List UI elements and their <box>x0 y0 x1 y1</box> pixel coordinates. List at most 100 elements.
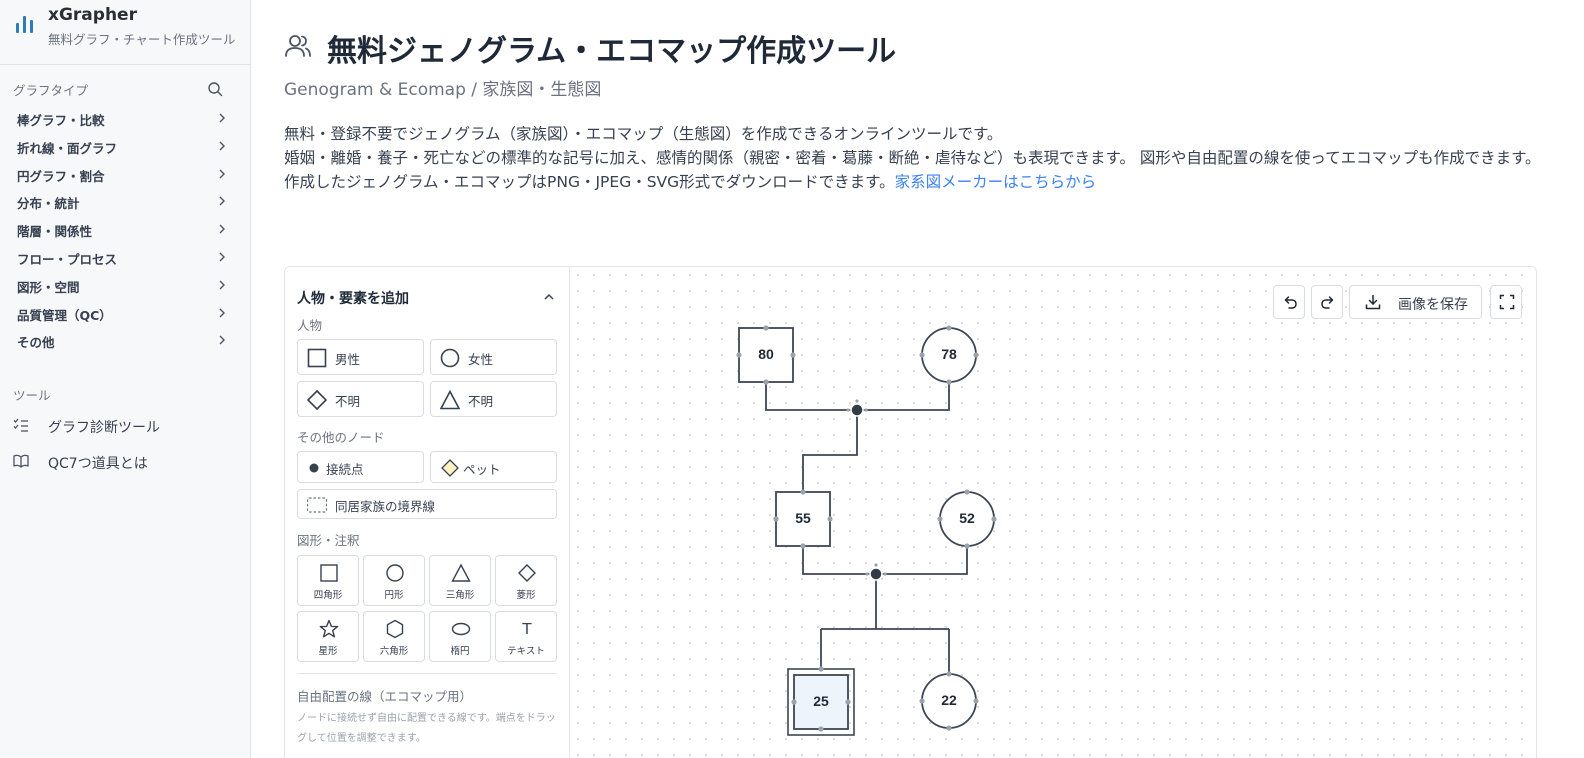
add-household-boundary-button[interactable]: 同居家族の境界線 <box>297 489 557 519</box>
sidebar-item-qc7-tools[interactable]: QC7つ道具とは <box>0 446 250 476</box>
triangle-icon <box>440 390 460 410</box>
add-star-shape-button[interactable]: 星形 <box>297 611 359 662</box>
tile-label: 菱形 <box>516 590 536 601</box>
save-button-label: 画像を保存 <box>1398 297 1468 313</box>
person-node-son-selected[interactable]: 25 <box>787 666 855 736</box>
sidebar-item-label: 図形・空間 <box>17 279 80 295</box>
add-ellipse-shape-button[interactable]: 楕円 <box>429 611 491 662</box>
button-label: 接続点 <box>326 462 364 477</box>
tile-label: 三角形 <box>445 590 475 601</box>
text-icon: T <box>522 620 532 638</box>
circle-icon <box>386 564 404 582</box>
marriage-line-grandfather[interactable] <box>765 382 857 411</box>
genogram-diagram[interactable]: 80 78 55 52 <box>570 267 1537 758</box>
sidebar-item-label: 折れ線・面グラフ <box>17 140 118 156</box>
family-tree-maker-link[interactable]: 家系図メーカーはこちらから <box>894 173 1097 191</box>
brand[interactable]: xGrapher 無料グラフ・チャート作成ツール <box>0 0 250 65</box>
connection-handle[interactable] <box>855 399 859 403</box>
add-female-button[interactable]: 女性 <box>430 339 557 375</box>
sidebar-item-pie-charts[interactable]: 円グラフ・割合 <box>0 160 250 188</box>
users-icon <box>285 35 311 57</box>
search-icon[interactable] <box>207 81 223 97</box>
chevron-right-icon <box>219 113 225 123</box>
connection-handle[interactable] <box>883 572 887 576</box>
chevron-up-icon[interactable] <box>543 292 555 302</box>
child-line-father[interactable] <box>802 410 858 492</box>
connection-handle[interactable] <box>864 408 868 412</box>
fullscreen-button[interactable] <box>1490 285 1522 319</box>
person-node-father[interactable]: 55 <box>773 489 833 549</box>
other-nodes-label: その他のノード <box>297 430 385 445</box>
connection-handle[interactable] <box>846 408 850 412</box>
genogram-editor: 人物・要素を追加 人物 男性 女性 不明 不明 その他のノード <box>284 266 1537 758</box>
node-age-label: 55 <box>795 510 811 526</box>
chevron-right-icon <box>219 169 225 179</box>
marriage-line-father[interactable] <box>802 547 876 575</box>
main-content: 無料ジェノグラム・エコマップ作成ツール Genogram & Ecomap / … <box>251 0 1584 758</box>
add-pet-button[interactable]: ペット <box>430 451 557 483</box>
page-subtitle: Genogram & Ecomap / 家族図・生態図 <box>284 80 602 100</box>
button-label: 女性 <box>468 352 494 367</box>
add-elements-panel: 人物・要素を追加 人物 男性 女性 不明 不明 その他のノード <box>285 267 570 758</box>
description-line: 無料・登録不要でジェノグラム（家族図）・エコマップ（生態図）を作成できるオンライ… <box>284 125 1003 143</box>
redo-icon <box>1321 296 1334 309</box>
sidebar-item-flow[interactable]: フロー・プロセス <box>0 243 250 271</box>
tile-label: 星形 <box>318 646 338 657</box>
add-text-shape-button[interactable]: T テキスト <box>495 611 557 662</box>
sidebar-item-distribution[interactable]: 分布・統計 <box>0 187 250 215</box>
person-node-daughter[interactable]: 22 <box>919 671 979 731</box>
person-node-grandmother[interactable]: 78 <box>919 325 979 385</box>
person-node-grandfather[interactable]: 80 <box>736 325 796 385</box>
add-diamond-shape-button[interactable]: 菱形 <box>495 555 557 606</box>
sidebar-item-graph-diagnosis[interactable]: グラフ診断ツール <box>0 410 250 440</box>
chart-type-section-header: グラフタイプ <box>13 80 223 98</box>
add-unknown-diamond-button[interactable]: 不明 <box>297 381 424 417</box>
sidebar-item-label: フロー・プロセス <box>17 251 118 267</box>
add-hexagon-shape-button[interactable]: 六角形 <box>363 611 425 662</box>
sidebar-item-label: 棒グラフ・比較 <box>17 113 105 128</box>
sidebar-item-other[interactable]: その他 <box>0 326 250 354</box>
sidebar-item-line-area-charts[interactable]: 折れ線・面グラフ <box>0 132 250 160</box>
persons-label: 人物 <box>297 318 323 333</box>
connection-handle[interactable] <box>865 572 869 576</box>
sidebar-item-label: 階層・関係性 <box>17 224 93 240</box>
tile-label: 円形 <box>384 590 404 601</box>
chevron-right-icon <box>219 280 225 290</box>
sidebar-item-hierarchy[interactable]: 階層・関係性 <box>0 215 250 243</box>
connection-handle[interactable] <box>874 563 878 567</box>
add-triangle-shape-button[interactable]: 三角形 <box>429 555 491 606</box>
junction-point[interactable] <box>850 403 864 417</box>
junction-dot-icon <box>309 463 319 473</box>
marriage-line-grandmother[interactable] <box>857 382 950 411</box>
button-label: 不明 <box>468 394 494 409</box>
add-male-button[interactable]: 男性 <box>297 339 424 375</box>
checklist-icon <box>13 418 28 432</box>
person-node-mother[interactable]: 52 <box>937 489 997 549</box>
page-description: 無料・登録不要でジェノグラム（家族図）・エコマップ（生態図）を作成できるオンライ… <box>284 122 1544 194</box>
brand-subtitle: 無料グラフ・チャート作成ツール <box>48 32 236 47</box>
star-icon <box>319 619 339 638</box>
junction-point[interactable] <box>869 567 883 581</box>
save-image-button[interactable]: 画像を保存 <box>1349 285 1482 319</box>
add-unknown-triangle-button[interactable]: 不明 <box>430 381 557 417</box>
marriage-line-mother[interactable] <box>876 547 968 575</box>
chevron-right-icon <box>219 252 225 262</box>
tile-label: 六角形 <box>379 646 409 657</box>
button-label: 不明 <box>335 394 361 409</box>
add-square-shape-button[interactable]: 四角形 <box>297 555 359 606</box>
diamond-icon <box>307 390 327 410</box>
redo-button[interactable] <box>1311 285 1343 319</box>
sidebar-item-quality-control[interactable]: 品質管理（QC） <box>0 299 250 327</box>
shapes-label: 図形・注釈 <box>297 533 360 548</box>
chart-type-section-label: グラフタイプ <box>13 83 89 98</box>
undo-button[interactable] <box>1273 285 1305 319</box>
tile-label: 四角形 <box>313 590 343 601</box>
diagram-canvas[interactable]: 80 78 55 52 <box>570 267 1536 758</box>
add-circle-shape-button[interactable]: 円形 <box>363 555 425 606</box>
free-lines-description: ノードに接続せず自由に配置できる線です。端点をドラッグして位置を調整できます。 <box>297 713 556 744</box>
add-junction-button[interactable]: 接続点 <box>297 451 424 483</box>
sidebar-item-bar-charts[interactable]: 棒グラフ・比較 <box>0 104 250 132</box>
sidebar-item-shapes-space[interactable]: 図形・空間 <box>0 271 250 299</box>
chevron-right-icon <box>219 141 225 151</box>
sidebar-item-label: グラフ診断ツール <box>48 420 160 436</box>
